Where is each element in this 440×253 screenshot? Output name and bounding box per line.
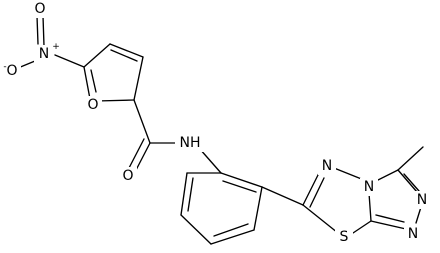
bond-furan-c5-c4 [83, 43, 111, 68]
bond-furan-c4-c3-double [110, 49, 138, 62]
bond-phenyl-3 [210, 229, 255, 245]
bond-thiadiazole-c-n [302, 170, 321, 206]
bond-thiadiazole-n-n [333, 167, 365, 181]
bond-phenyl-3-inner [213, 223, 249, 237]
bond-triazole-n-c-double [375, 214, 405, 223]
bond-layer [17, 15, 424, 245]
bond-nh-phenyl [198, 147, 222, 174]
bond-nitro-n-furan [54, 54, 85, 68]
bond-furan-o-c5 [83, 66, 91, 100]
bond-triazole-c3-n-double [403, 173, 420, 192]
bond-phenyl-1-inner [222, 180, 257, 193]
bond-thiadiazole-c-n-double [309, 177, 325, 208]
atom-thiadiazole-s: S [340, 229, 349, 245]
bond-furan-c4-c3 [109, 43, 144, 58]
bond-nitro-n-o-top [42, 15, 45, 47]
bond-methyl [397, 146, 424, 171]
bond-triazole-n-c3 [375, 169, 399, 182]
bond-phenyl-5 [180, 172, 188, 216]
atom-nitro-plus: + [52, 42, 60, 52]
atom-label-layer: N + O O - O O NH N N N N S [3, 0, 431, 246]
atom-nitro-o-left: O [6, 63, 17, 79]
atom-nitro-n: N [39, 46, 49, 62]
atom-carbonyl-o: O [122, 168, 133, 184]
atom-nitro-minus: - [3, 62, 6, 72]
bond-thiadiazole-s-c [302, 204, 339, 234]
bond-carbonyl-o [134, 142, 151, 173]
bond-thiadiazole-c-s [352, 220, 372, 234]
atom-furan-o: O [87, 97, 98, 113]
bond-furan-carbonyl [133, 99, 151, 144]
bond-furan-o-c5-double [90, 69, 97, 93]
bond-nitro-n-o-top-double [36, 15, 39, 45]
bond-phenyl-2 [253, 186, 263, 231]
bond-furan-c2-o [95, 99, 135, 102]
bond-carbonyl-o-double [128, 138, 145, 169]
bond-phenyl-1 [220, 172, 263, 188]
bond-phenyl-4 [180, 214, 212, 245]
atom-amide-nh: NH [180, 135, 201, 151]
atom-nitro-o-top: O [34, 1, 45, 17]
bond-triazole-n-c [370, 220, 407, 230]
bond-triazole-c3-n [397, 169, 418, 193]
bond-thiadiazole-n-c [368, 192, 372, 222]
atom-thiadiazole-n: N [322, 158, 332, 174]
bond-phenyl-thiadiazole [261, 186, 304, 206]
bond-triazole-n-n [415, 206, 422, 224]
atom-bridge-n: N [364, 179, 374, 195]
atom-triazole-n1: N [417, 192, 427, 208]
bond-phenyl-5-inner [187, 177, 194, 212]
bond-furan-c3-c2 [133, 56, 144, 101]
atom-triazole-n2: N [408, 226, 418, 242]
